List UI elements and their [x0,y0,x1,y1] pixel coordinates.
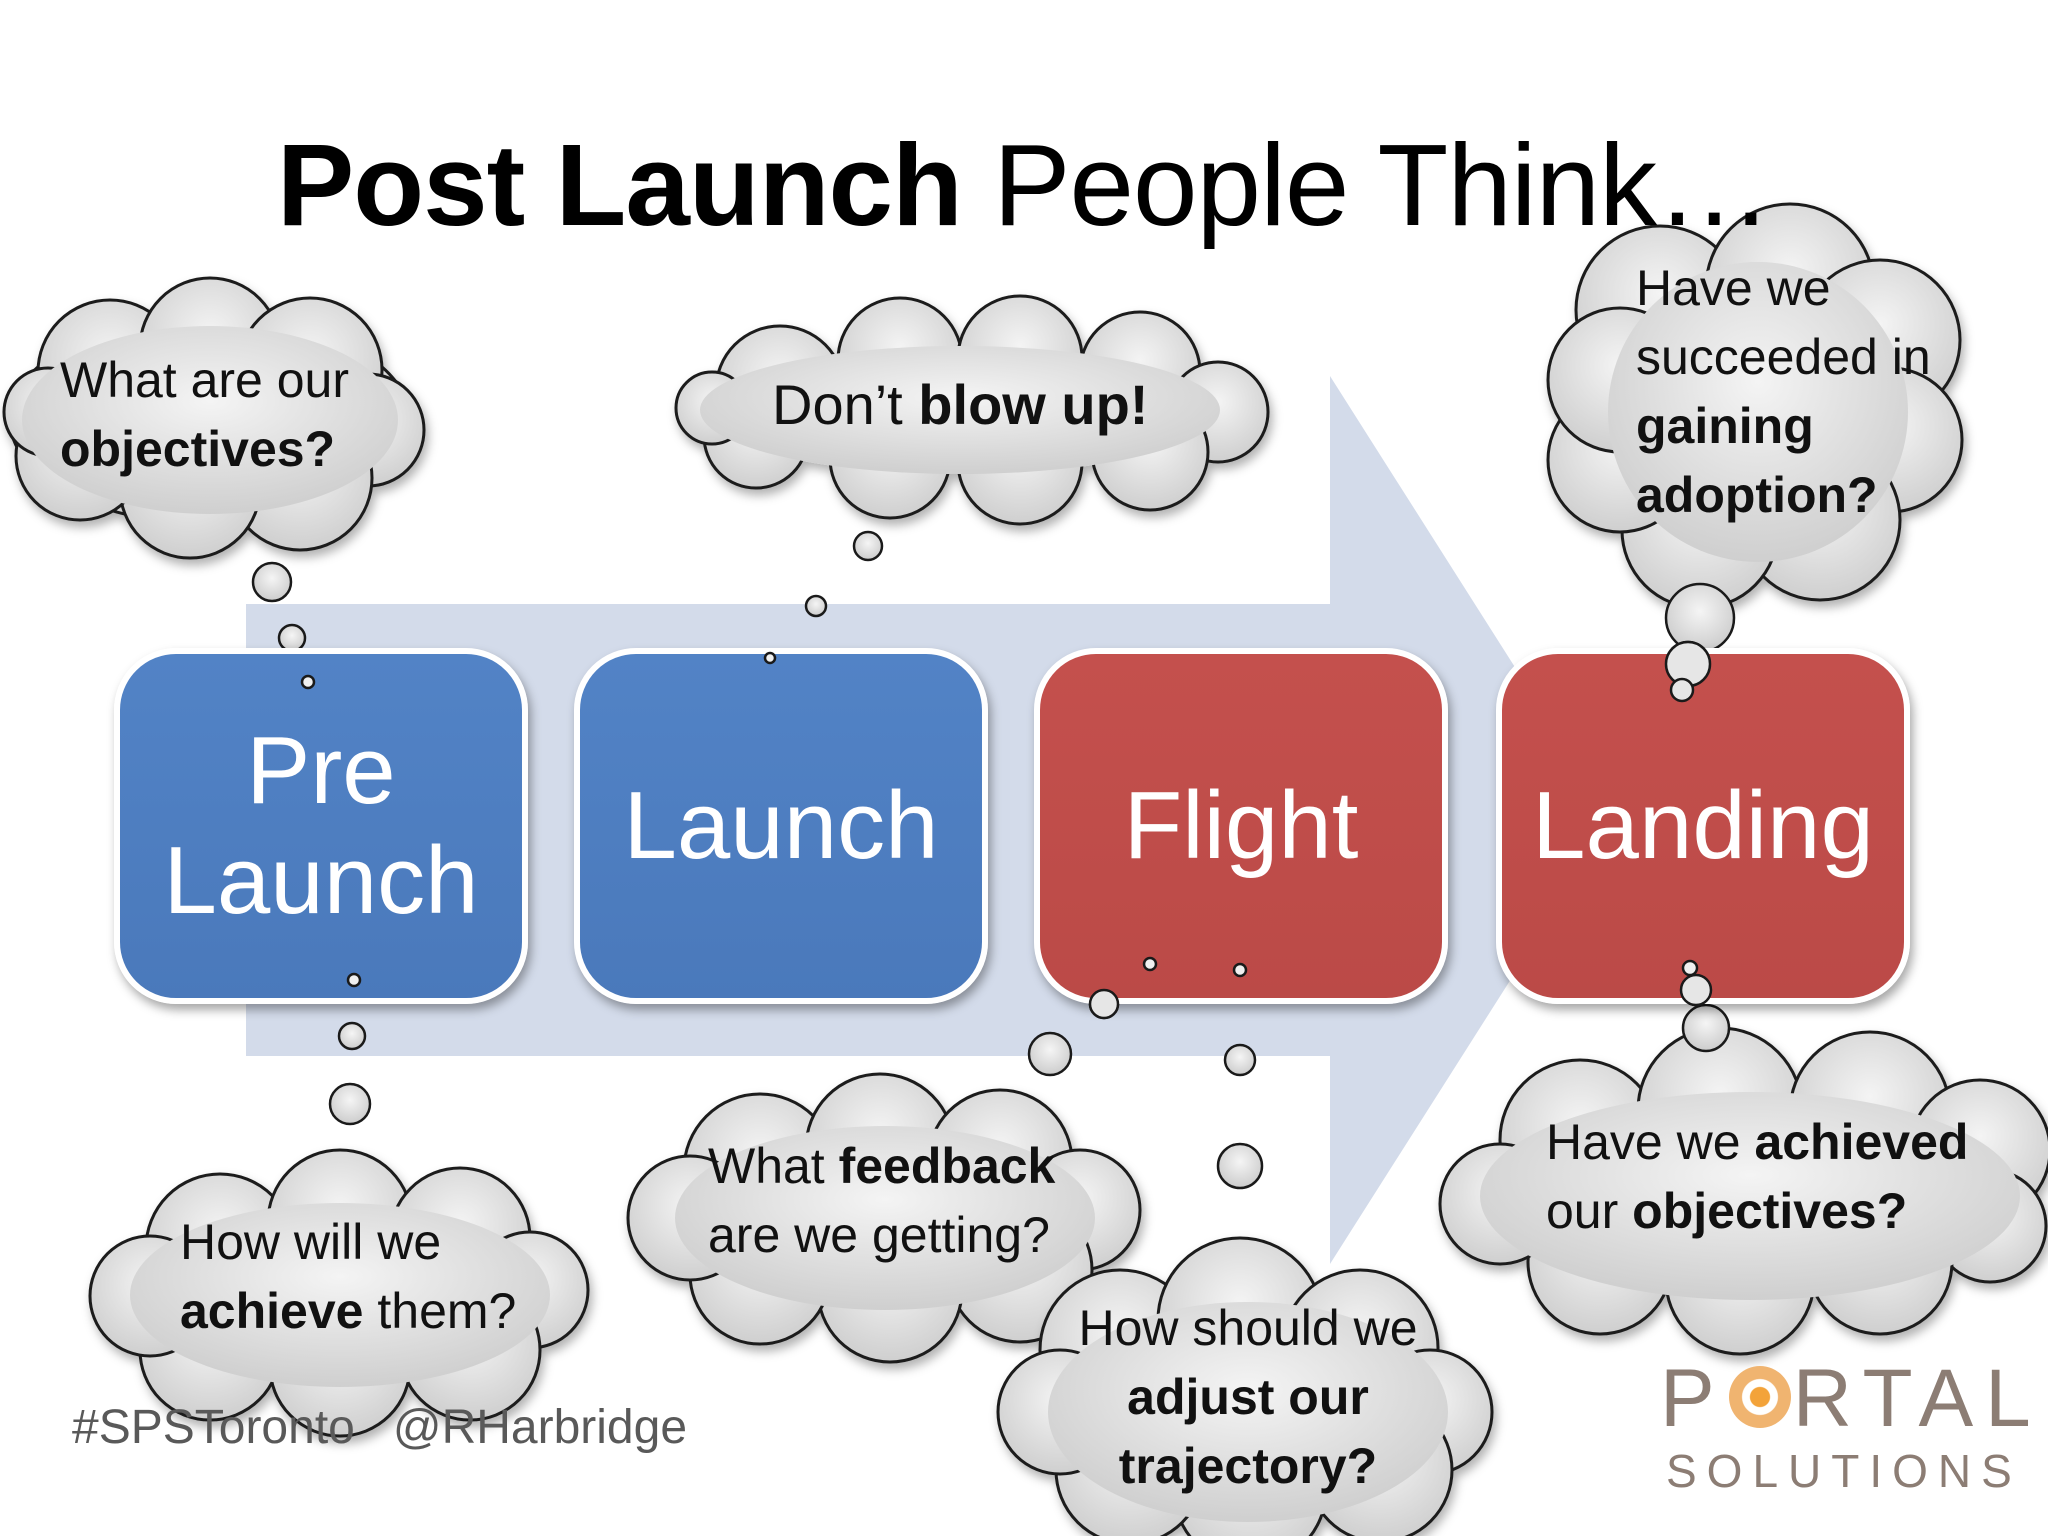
stage-label: Pre [246,716,396,824]
cloud-text-blowup: Don’t blow up! [772,366,1148,443]
thought-bubble [852,530,884,562]
cloud-line: feedback [838,1138,1056,1194]
logo-letters: RTAL [1792,1353,2043,1444]
cloud-text-feedback: What feedback are we getting? [708,1132,1055,1270]
cloud-feedback [626,1072,1142,1364]
cloud-line: our [1546,1183,1633,1239]
cloud-line: Don’t [772,373,919,436]
thought-bubble [1216,1142,1264,1190]
page-title: Post Launch People Think… [0,118,2048,252]
cloud-line: How will we [180,1214,442,1270]
cloud-line: adjust our [1127,1369,1369,1425]
cloud-blowup [674,294,1270,526]
cloud-objectives [2,276,426,560]
cloud-text-succeeded: Have we succeeded in gaining adoption? [1636,254,1931,530]
footer-hashtag: #SPSToronto [72,1401,355,1454]
footer: #SPSToronto @RHarbridge [72,1400,687,1455]
stage-launch: Launch [574,648,988,1004]
cloud-text-adjust: How should we adjust our trajectory? [1048,1294,1448,1501]
cloud-line: Have we [1636,260,1831,316]
logo-wordmark: P RTAL [1660,1352,2043,1446]
cloud-achieved [1438,1026,2048,1356]
cloud-achieve [88,1148,590,1438]
thought-bubble [337,1021,367,1051]
thought-bubble [1681,1003,1731,1053]
cloud-line: blow up! [918,373,1149,436]
cloud-succeeded [1546,202,1964,610]
stage-label: Landing [1532,771,1874,879]
title-rest: People Think… [961,120,1772,250]
thought-bubble [1027,1031,1073,1077]
cloud-line: them? [363,1283,517,1339]
logo-o-icon [1728,1366,1791,1429]
stage-label: Flight [1123,771,1359,879]
logo-letter: P [1660,1353,1727,1444]
cloud-line: gaining [1636,398,1814,454]
cloud-line: How should we [1078,1300,1418,1356]
cloud-text-achieve: How will we achieve them? [180,1208,516,1346]
cloud-line: What [708,1138,839,1194]
cloud-line: adoption? [1636,467,1878,523]
cloud-line: objectives? [1632,1183,1908,1239]
thought-bubble [328,1082,372,1126]
thought-bubble [251,561,293,603]
thought-bubble [804,594,828,618]
thought-bubble [1664,582,1736,654]
cloud-adjust [996,1236,1494,1536]
cloud-line: achieve [180,1283,364,1339]
cloud-line: are we getting? [708,1207,1050,1263]
cloud-text-achieved: Have we achieved our objectives? [1546,1108,1968,1246]
cloud-line: Have we [1546,1114,1755,1170]
stage-label: Launch [163,827,479,934]
cloud-text-objectives: What are our objectives? [60,346,349,484]
stage-label: Launch [623,771,939,879]
logo-subtitle: SOLUTIONS [1666,1445,2022,1497]
cloud-line: trajectory? [1118,1438,1378,1494]
cloud-line: achieved [1754,1114,1969,1170]
cloud-line: succeeded in [1636,329,1931,385]
footer-handle: @RHarbridge [392,1401,688,1454]
cloud-line: objectives? [60,421,336,477]
stage-landing: Landing [1496,648,1910,1004]
stage-flight: Flight [1034,648,1448,1004]
cloud-line: What are our [60,352,350,408]
thought-bubble [1223,1043,1257,1077]
title-bold: Post Launch [276,120,963,250]
